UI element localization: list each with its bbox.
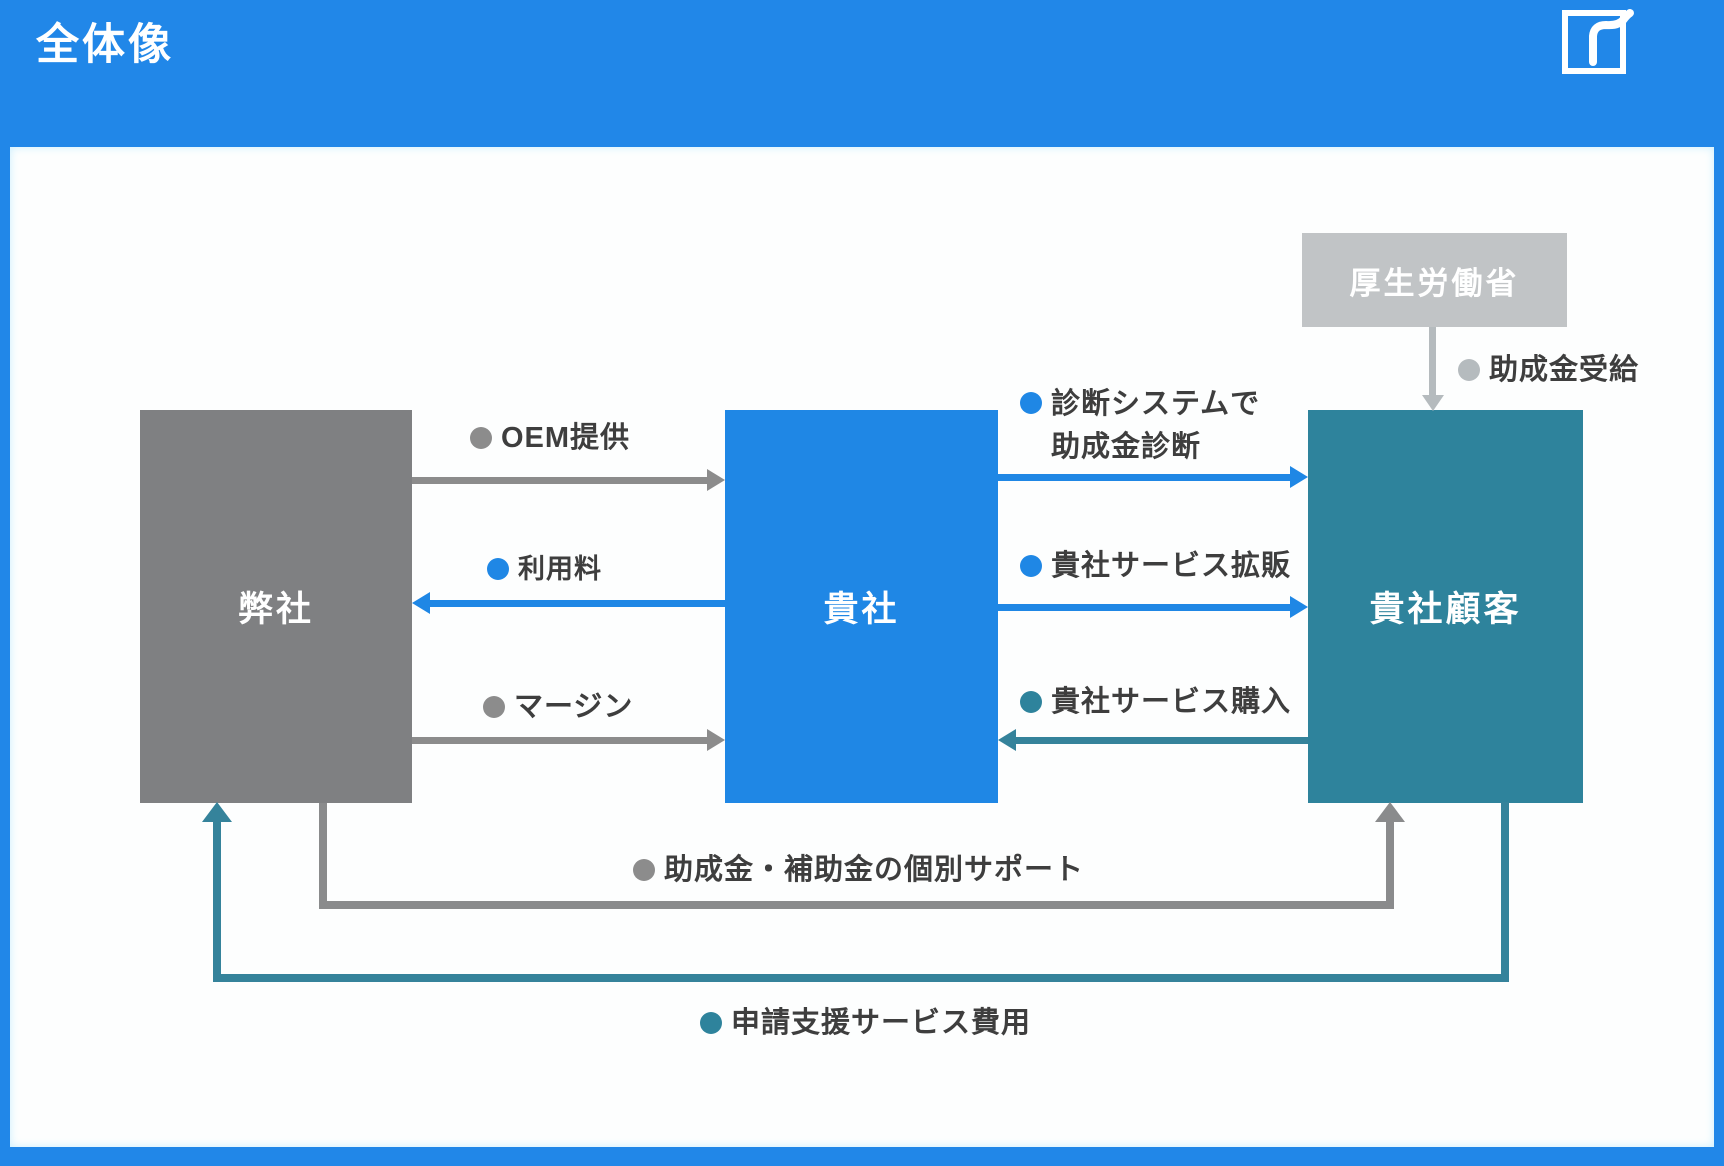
arrow-service-expansion xyxy=(998,596,1308,618)
flow-label-margin-text: マージン xyxy=(514,691,634,723)
flow-label-subsidy-receipt: 助成金受給 xyxy=(1458,350,1639,390)
flow-label-service-purchase: 貴社サービス購入 xyxy=(1020,682,1291,722)
bullet-lightgray-icon xyxy=(1458,359,1480,381)
flow-label-service-expansion-text: 貴社サービス拡販 xyxy=(1051,550,1292,582)
bullet-gray-icon xyxy=(633,859,655,881)
node-your-company: 貴社 xyxy=(725,410,998,803)
node-our-company: 弊社 xyxy=(140,410,412,803)
bullet-blue-icon xyxy=(487,558,509,580)
bullet-gray-icon xyxy=(470,427,492,449)
arrow-subsidy-down xyxy=(1422,327,1444,411)
node-your-company-label: 貴社 xyxy=(823,590,900,629)
flow-label-diagnosis-line2: 助成金診断 xyxy=(1051,431,1202,463)
arrow-margin xyxy=(412,729,725,751)
flow-label-diagnosis-line1: 診断システムで xyxy=(1051,388,1261,420)
arrow-oem xyxy=(412,469,725,491)
flow-label-usage-fee: 利用料 xyxy=(487,549,602,589)
flow-label-individual-support-text: 助成金・補助金の個別サポート xyxy=(664,854,1085,886)
company-logo-icon xyxy=(1560,2,1640,82)
flow-label-service-expansion: 貴社サービス拡販 xyxy=(1020,546,1291,586)
flow-label-application-fee-text: 申請支援サービス費用 xyxy=(731,1007,1032,1039)
bullet-blue-icon xyxy=(1020,555,1042,577)
flow-label-usage-fee-text: 利用料 xyxy=(518,554,602,584)
flow-label-service-purchase-text: 貴社サービス購入 xyxy=(1051,686,1292,718)
bullet-blue-icon xyxy=(1020,392,1042,414)
flow-label-margin: マージン xyxy=(483,687,633,727)
node-our-company-label: 弊社 xyxy=(237,590,314,629)
flow-label-oem: OEM提供 xyxy=(470,418,630,458)
page-title: 全体像 xyxy=(36,21,174,69)
arrow-usage-fee xyxy=(412,592,725,614)
node-your-customers: 貴社顧客 xyxy=(1308,410,1583,803)
node-your-customers-label: 貴社顧客 xyxy=(1369,590,1522,629)
flow-label-application-fee: 申請支援サービス費用 xyxy=(700,1003,1031,1043)
flow-label-subsidy-receipt-text: 助成金受給 xyxy=(1489,354,1640,386)
arrow-service-purchase xyxy=(998,729,1308,751)
arrow-diagnosis xyxy=(998,466,1308,488)
bullet-teal-icon xyxy=(700,1012,722,1034)
flow-label-oem-text: OEM提供 xyxy=(501,422,631,454)
bullet-gray-icon xyxy=(483,696,505,718)
node-ministry-label: 厚生労働省 xyxy=(1349,265,1520,301)
flow-label-diagnosis: 診断システムで 助成金診断 xyxy=(1020,383,1260,469)
flow-label-individual-support: 助成金・補助金の個別サポート xyxy=(633,850,1084,890)
bullet-teal-icon xyxy=(1020,691,1042,713)
node-ministry: 厚生労働省 xyxy=(1302,233,1567,327)
